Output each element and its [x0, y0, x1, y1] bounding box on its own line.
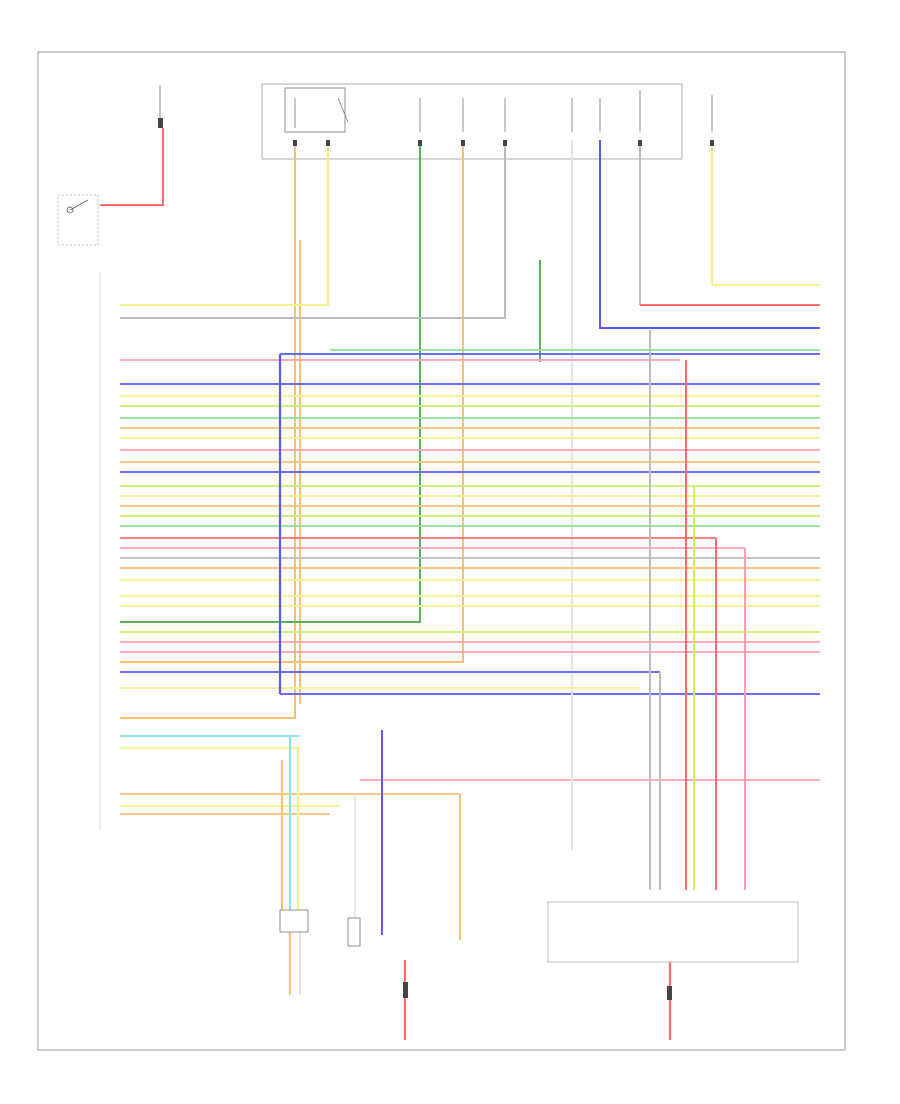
wire-orange-fuse-d — [120, 146, 464, 663]
wire-gray-e — [120, 146, 506, 319]
wires — [100, 128, 820, 1040]
left-switch-symbol — [57, 194, 99, 246]
bottom-left-sensor — [279, 909, 309, 933]
fuse-markers — [158, 118, 714, 146]
wire-red-left-switch — [100, 128, 164, 206]
transmission-range-switch — [547, 901, 799, 963]
wire-green-fuse-c — [120, 146, 421, 623]
wire-yellow-fuse-b — [120, 146, 329, 306]
ground-fuse — [667, 986, 672, 1000]
wire-blue-g — [599, 140, 820, 329]
top-relay-symbols — [159, 85, 713, 133]
bottom-sensor-fuse — [403, 982, 408, 998]
bottom-mid-sensor — [347, 917, 361, 947]
diagram-frame — [37, 51, 846, 1051]
wire-orange-fuse-a — [120, 146, 296, 719]
power-distribution-box — [261, 83, 683, 160]
bottom-components — [279, 901, 799, 1000]
wire-yellow-i — [711, 146, 820, 286]
